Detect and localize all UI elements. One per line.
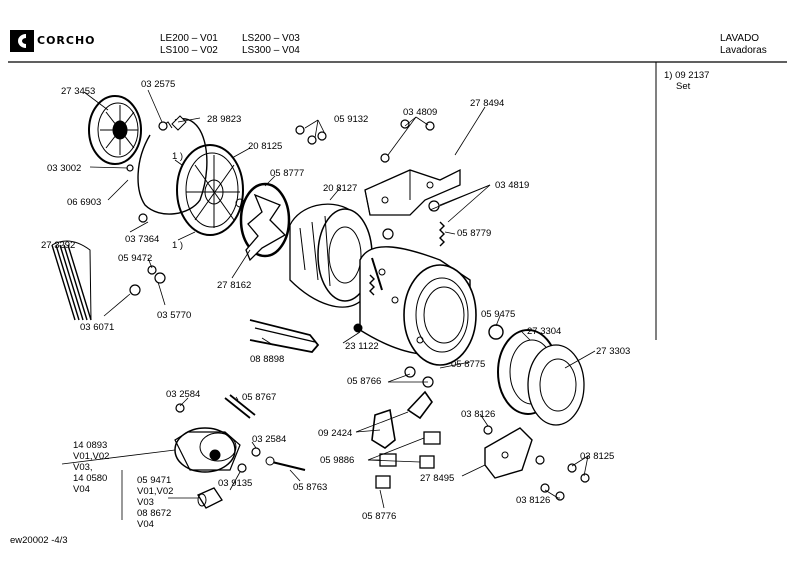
subcategory: Lavadoras bbox=[720, 45, 767, 56]
part-label: 05 8776 bbox=[362, 511, 397, 522]
part-label: 03 8126 bbox=[461, 409, 496, 420]
part-label: 14 0580 bbox=[73, 473, 108, 484]
tub-part bbox=[353, 246, 477, 366]
part-label: 05 8777 bbox=[270, 168, 305, 179]
motor-part bbox=[174, 427, 241, 473]
part-label: 1 ) bbox=[172, 151, 184, 162]
part-label: V01,V02 bbox=[137, 486, 174, 497]
part-label: 27 8162 bbox=[217, 280, 252, 291]
part-label: 03 7364 bbox=[125, 234, 160, 245]
part-label: 20 8125 bbox=[248, 141, 283, 152]
part-label: 03 4819 bbox=[495, 180, 530, 191]
part-label: 08 8898 bbox=[250, 354, 285, 365]
part-label: 20 8127 bbox=[323, 183, 358, 194]
part-label: V04 bbox=[73, 484, 90, 495]
model-2: LS100 – V02 bbox=[160, 45, 218, 56]
part-label: 03 6071 bbox=[80, 322, 115, 333]
part-label: 03 9135 bbox=[218, 478, 253, 489]
legend-ref: 1) 09 2137 bbox=[664, 70, 710, 81]
footer-code: ew20002 -4/3 bbox=[10, 535, 68, 546]
part-label: 1 ) bbox=[172, 240, 184, 251]
model-1: LE200 – V01 bbox=[160, 33, 218, 44]
legend-ref-label: Set bbox=[676, 81, 691, 92]
part-label: 05 9472 bbox=[118, 253, 153, 264]
part-label: 27 3303 bbox=[596, 346, 631, 357]
part-label: 05 8779 bbox=[457, 228, 492, 239]
model-3: LS200 – V03 bbox=[242, 33, 300, 44]
category: LAVADO bbox=[720, 33, 760, 44]
part-label: 05 8763 bbox=[293, 482, 328, 493]
part-label: 05 9475 bbox=[481, 309, 516, 320]
part-label: 03 5770 bbox=[157, 310, 192, 321]
part-label: 05 8766 bbox=[347, 376, 382, 387]
part-label: 27 3453 bbox=[61, 86, 96, 97]
part-label: 05 9132 bbox=[334, 114, 369, 125]
door-frame-part bbox=[176, 144, 245, 236]
part-label: 09 2424 bbox=[318, 428, 353, 439]
part-label: 23 1122 bbox=[345, 341, 379, 352]
part-label: 05 9471 bbox=[137, 475, 172, 486]
part-label: 28 9823 bbox=[207, 114, 242, 125]
pulley-part bbox=[88, 95, 142, 165]
brand-name: CORCHO bbox=[37, 34, 96, 47]
part-label: 03 8126 bbox=[516, 495, 551, 506]
part-label: 03 3002 bbox=[47, 163, 82, 174]
brand-logo-icon bbox=[10, 30, 34, 52]
part-label: 03 2584 bbox=[166, 389, 201, 400]
part-label: V03 bbox=[137, 497, 154, 508]
part-label: 06 6903 bbox=[67, 197, 102, 208]
part-label: 03 8125 bbox=[580, 451, 615, 462]
part-label: 05 8767 bbox=[242, 392, 277, 403]
part-label: 08 8672 bbox=[137, 508, 172, 519]
part-label: V01,V02 bbox=[73, 451, 110, 462]
part-label: 27 8494 bbox=[470, 98, 505, 109]
drum-part bbox=[289, 203, 373, 308]
brand-logo: CORCHO bbox=[10, 30, 120, 52]
front-ring-part bbox=[497, 329, 585, 426]
part-label: 14 0893 bbox=[73, 440, 108, 451]
part-label: 03 2575 bbox=[141, 79, 176, 90]
part-label: 05 9886 bbox=[320, 455, 355, 466]
part-label: 27 8495 bbox=[420, 473, 455, 484]
part-label: 05 8775 bbox=[451, 359, 486, 370]
part-label: 27 3304 bbox=[527, 326, 562, 337]
part-label: 27 3292 bbox=[41, 240, 76, 251]
part-label: 03 4809 bbox=[403, 107, 438, 118]
part-label: V03, bbox=[73, 462, 93, 473]
part-label: 03 2584 bbox=[252, 434, 287, 445]
part-label: V04 bbox=[137, 519, 154, 530]
model-4: LS300 – V04 bbox=[242, 45, 300, 56]
